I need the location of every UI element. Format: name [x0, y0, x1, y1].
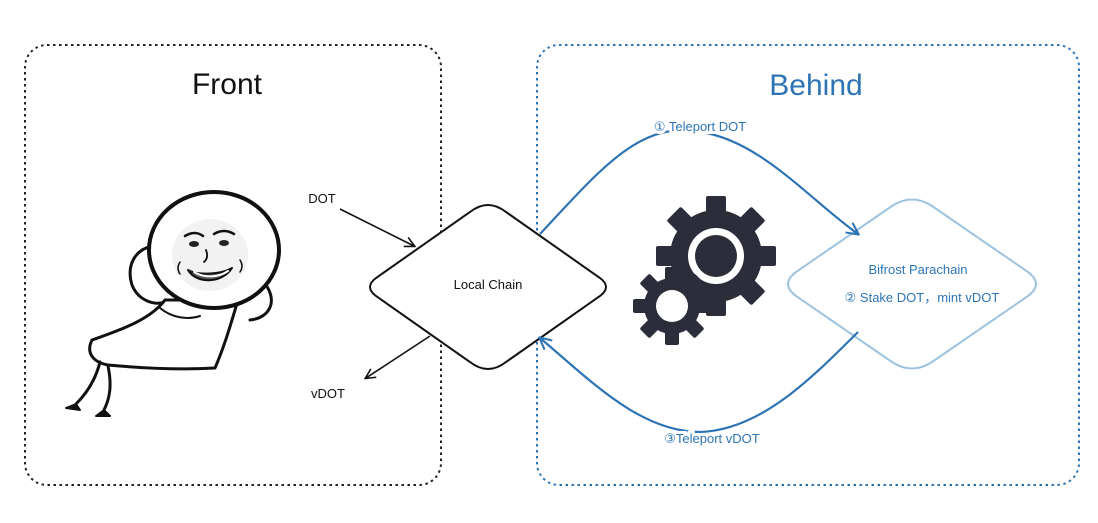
lounging-meme-character-icon — [65, 190, 281, 417]
gears-icon — [633, 196, 776, 345]
vdot-label: vDOT — [311, 386, 345, 401]
vdot-out-arrow — [366, 335, 431, 378]
front-region-border — [24, 44, 442, 486]
bifrost-parachain-title: Bifrost Parachain — [869, 262, 968, 277]
local-chain-label: Local Chain — [454, 277, 523, 292]
local-chain-node: Local Chain — [369, 204, 607, 370]
step1-label: ① Teleport DOT — [654, 119, 746, 134]
bifrost-parachain-shape — [787, 198, 1037, 370]
local-chain-shape — [369, 204, 607, 370]
teleport-dot-arrow — [539, 129, 858, 234]
dot-in-arrow — [339, 208, 414, 246]
front-title: Front — [192, 68, 263, 101]
teleport-vdot-arrow — [540, 331, 859, 434]
dot-label: DOT — [308, 191, 336, 206]
step2-label: ② Stake DOT，mint vDOT — [845, 290, 1000, 305]
step3-label: ③Teleport vDOT — [664, 431, 760, 446]
front-region: Front — [24, 44, 442, 486]
bifrost-parachain-node: Bifrost Parachain ② Stake DOT，mint vDOT — [787, 198, 1037, 370]
behind-title: Behind — [769, 69, 862, 102]
